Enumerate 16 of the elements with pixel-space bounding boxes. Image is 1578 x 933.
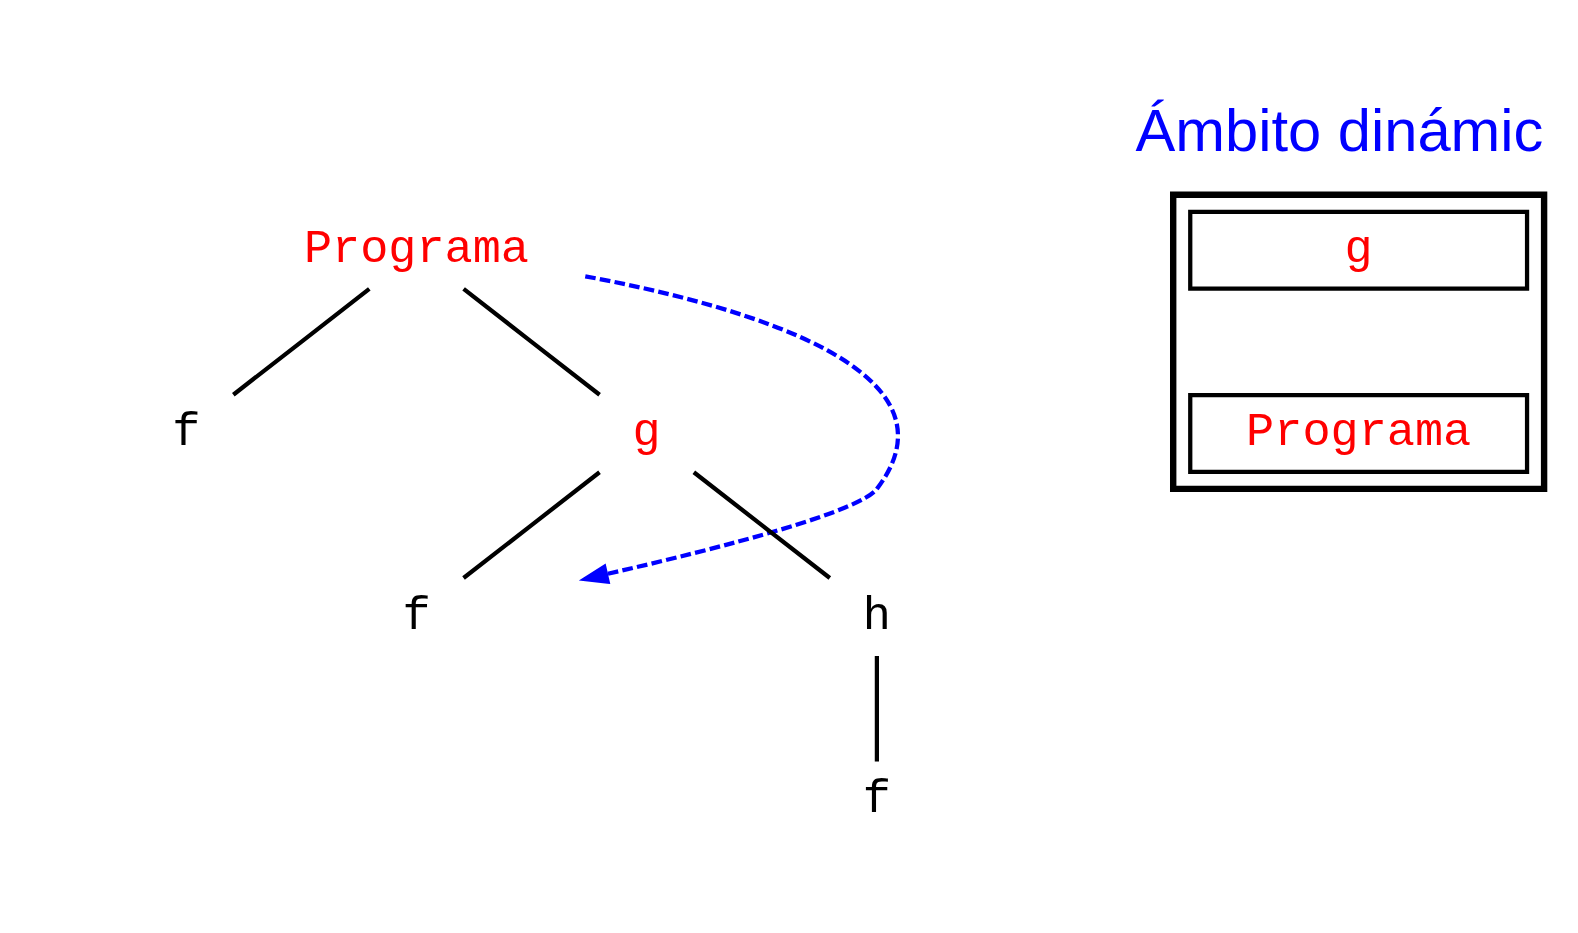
connector bbox=[874, 656, 879, 762]
connector bbox=[231, 287, 371, 397]
connector bbox=[461, 470, 601, 580]
connector bbox=[461, 287, 601, 397]
node-box: Programa bbox=[1187, 392, 1529, 474]
node-box: g bbox=[1187, 209, 1529, 291]
arrow bbox=[578, 274, 900, 584]
connector bbox=[692, 470, 831, 580]
node-text: f bbox=[862, 773, 891, 827]
diagram-title: Ámbito dinámic bbox=[1135, 96, 1543, 164]
node-text: g bbox=[632, 406, 661, 460]
node-text: Programa bbox=[303, 223, 529, 277]
node-text: h bbox=[862, 589, 891, 643]
node-text: f bbox=[401, 589, 431, 643]
node-text: f bbox=[171, 406, 200, 460]
cluster bbox=[1169, 191, 1547, 493]
